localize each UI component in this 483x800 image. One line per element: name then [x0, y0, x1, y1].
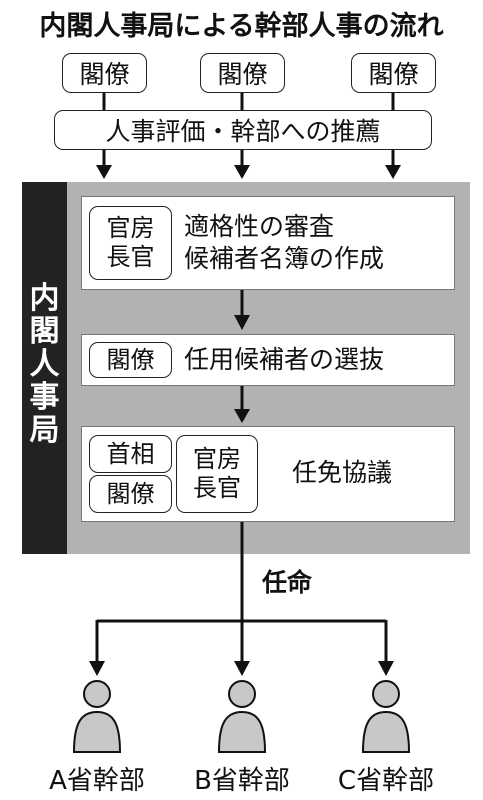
official-label-b: B省幹部 — [194, 766, 290, 796]
evaluation-box: 人事評価・幹部への推薦 — [54, 110, 432, 150]
step-panel-screening: 官房 長官 適格性の審査 候補者名簿の作成 — [81, 196, 455, 290]
minister-box-center: 閣僚 — [200, 53, 285, 93]
bureau-label: 内 閣 人 事 局 — [29, 281, 60, 448]
arrow-down-icon — [234, 409, 250, 423]
screening-text: 適格性の審査 候補者名簿の作成 — [184, 212, 385, 273]
step-panel-selection: 閣僚 任用候補者の選抜 — [81, 334, 455, 386]
person-icon — [217, 680, 267, 753]
chief-cabinet-secretary-box-consultation: 官房 長官 — [176, 435, 258, 513]
arrow-down-icon — [385, 165, 401, 179]
step-panel-consultation: 首相 閣僚 官房 長官 任免協議 — [81, 426, 455, 522]
arrow-down-icon — [89, 661, 105, 676]
bureau-label-bar — [22, 182, 67, 554]
consultation-text: 任免協議 — [292, 458, 393, 487]
minister-box-consultation: 閣僚 — [89, 475, 172, 513]
chief-cabinet-secretary-box: 官房 長官 — [89, 206, 172, 280]
selection-text: 任用候補者の選抜 — [184, 345, 385, 374]
arrow-down-icon — [234, 315, 250, 330]
official-label-c: C省幹部 — [337, 766, 435, 796]
arrow-down-icon — [234, 165, 250, 179]
prime-minister-box: 首相 — [89, 435, 172, 473]
person-icon — [361, 680, 411, 753]
person-icon — [72, 680, 122, 753]
minister-box-selection: 閣僚 — [89, 342, 172, 378]
page-title: 内閣人事局による幹部人事の流れ — [39, 11, 444, 42]
arrow-down-icon — [96, 165, 112, 179]
appointment-label: 任命 — [262, 568, 313, 597]
official-label-a: A省幹部 — [49, 766, 145, 796]
minister-box-right: 閣僚 — [351, 53, 436, 93]
arrow-down-icon — [378, 661, 394, 676]
arrow-down-icon — [234, 661, 250, 676]
minister-box-left: 閣僚 — [62, 53, 147, 93]
